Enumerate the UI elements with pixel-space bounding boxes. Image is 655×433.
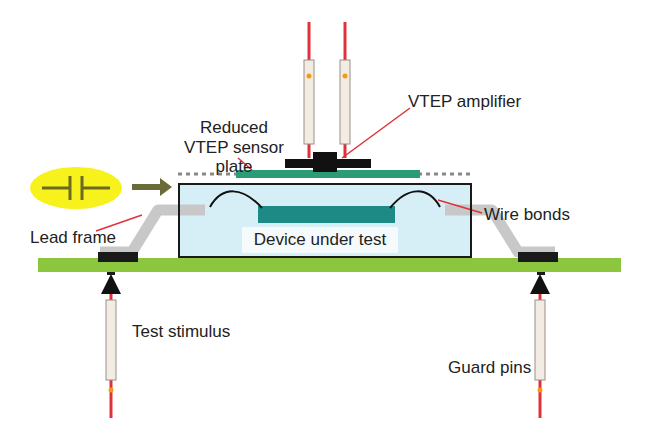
die [258, 206, 395, 223]
via [107, 272, 115, 275]
part-label: Reduced VTEP sensor plate [182, 118, 286, 177]
coupling-arrow [132, 178, 172, 196]
probe [304, 22, 314, 158]
pad [98, 252, 138, 262]
package-fill [178, 183, 472, 258]
part-label: VTEP amplifier [408, 92, 548, 112]
capacitor-callout [30, 167, 122, 209]
leader-line [342, 108, 410, 158]
probe [535, 284, 545, 418]
part-label: Test stimulus [132, 322, 262, 342]
via [537, 272, 545, 275]
pad [518, 252, 558, 262]
capacitor-symbol [42, 176, 110, 200]
wire-bond [390, 191, 440, 208]
part-label: Wire bonds [484, 205, 594, 225]
amplifier [313, 152, 337, 172]
probe [106, 284, 116, 418]
wire-bond [210, 191, 262, 208]
node-text: Device under test [242, 227, 398, 253]
part-label: Guard pins [448, 358, 558, 378]
part-label: Lead frame [30, 228, 130, 248]
leader-line [438, 200, 482, 213]
probe [340, 22, 350, 158]
package-box: Device under test [178, 183, 472, 258]
